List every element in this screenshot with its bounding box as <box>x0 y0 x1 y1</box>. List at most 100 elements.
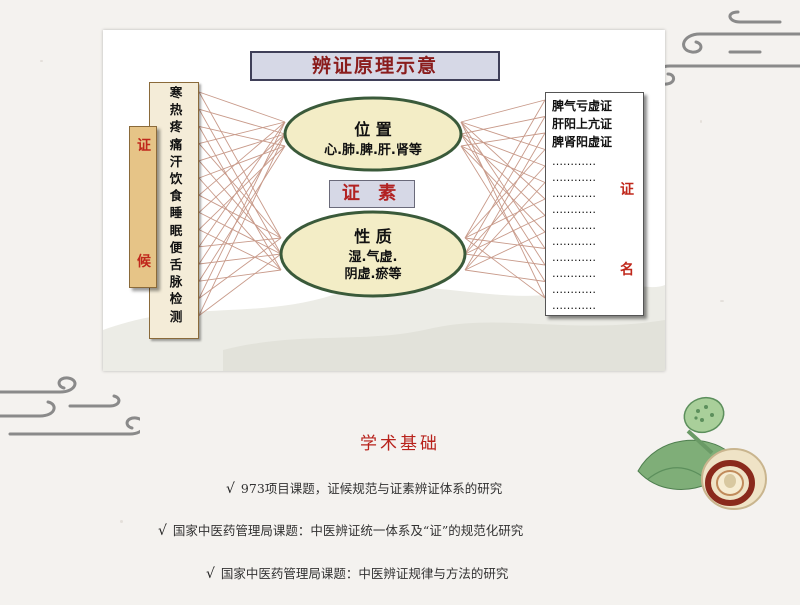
symptom-char: 热 <box>169 102 183 118</box>
connection-line <box>198 121 286 196</box>
symptom-char: 寒 <box>169 85 183 100</box>
paper-speck <box>720 300 724 302</box>
connection-line <box>198 237 282 248</box>
connection-line <box>198 143 282 239</box>
connection-line <box>198 237 282 299</box>
syndrome-sign-label: 证 候 <box>129 126 157 288</box>
connection-line <box>464 231 546 271</box>
connection-line <box>198 126 282 271</box>
connection-line <box>464 198 546 239</box>
connection-line <box>464 237 546 299</box>
placeholder-row: ………… <box>552 251 596 264</box>
connection-line <box>460 133 546 266</box>
lotus-seedpod-icon <box>637 396 767 510</box>
label-char-bottom: 名 <box>620 262 634 278</box>
diagram-title: 辨证原理示意 <box>250 51 500 81</box>
paper-speck <box>40 60 43 62</box>
connection-line <box>464 165 546 255</box>
placeholder-row: ………… <box>552 235 596 248</box>
diagram-canvas <box>103 91 665 371</box>
connection-line <box>198 253 282 265</box>
connection-line <box>198 211 282 255</box>
placeholder-row: ………… <box>552 203 596 216</box>
label-char-top: 证 <box>137 138 151 154</box>
connection-line <box>460 121 546 150</box>
placeholder-row: ………… <box>552 187 596 200</box>
connection-line <box>460 116 546 135</box>
connection-line <box>198 269 282 282</box>
diagram-card: 辨证原理示意 寒热疼痛汗饮食睡眠便舌脉检测 证 候 位 置 心.肺.脾.肝.肾等… <box>103 30 665 371</box>
connection-line <box>464 237 546 249</box>
connection-lines <box>198 91 546 316</box>
symptom-column <box>149 82 199 339</box>
syndrome-item: 脾气亏虚证 <box>552 99 613 113</box>
connection-line <box>198 145 286 230</box>
connection-line <box>198 133 286 162</box>
location-heading: 位 置 <box>354 120 392 139</box>
symptom-char: 痛 <box>169 136 183 152</box>
connection-line <box>198 121 286 145</box>
paper-speck <box>700 120 702 123</box>
syndrome-name-box: 脾气亏虚证 肝阳上亢证 脾肾阳虚证 …………………………………………………………… <box>545 92 644 316</box>
connection-line <box>198 133 286 213</box>
placeholder-row: ………… <box>552 155 596 168</box>
connection-line <box>460 145 546 233</box>
research-item: √973项目课题，证候规范与证素辨证体系的研究 <box>226 478 502 497</box>
research-item-text: 国家中医药管理局课题：中医辨证规律与方法的研究 <box>220 566 509 581</box>
connection-line <box>198 177 282 271</box>
paper-speck <box>120 520 123 523</box>
nature-ellipse <box>279 210 467 298</box>
connection-line <box>460 121 546 200</box>
symptom-list: 寒热疼痛汗饮食睡眠便舌脉检测 <box>165 84 187 325</box>
symptom-char: 舌 <box>169 257 183 273</box>
symptom-char: 检 <box>169 291 183 307</box>
check-icon: √ <box>206 566 215 582</box>
syndrome-item: 肝阳上亢证 <box>552 117 613 131</box>
symptom-char: 测 <box>169 308 183 324</box>
connection-line <box>198 121 286 299</box>
connection-line <box>460 145 546 282</box>
academic-basis-title: 学术基础 <box>360 434 440 454</box>
connection-line <box>198 91 282 239</box>
symptom-char: 眠 <box>169 222 183 238</box>
connection-line <box>198 133 286 316</box>
cloud-swirl-left <box>0 376 140 436</box>
connection-line <box>460 132 546 147</box>
connection-line <box>460 121 546 299</box>
evidence-element-label: 证 素 <box>329 180 415 208</box>
connection-line <box>464 132 546 271</box>
connection-line <box>464 253 546 266</box>
symptom-char: 脉 <box>169 274 183 290</box>
connection-line <box>460 121 546 249</box>
placeholder-row: ………… <box>552 267 596 280</box>
check-icon: √ <box>158 523 167 539</box>
symptom-char: 汗 <box>169 153 183 169</box>
connection-line <box>198 121 286 248</box>
label-char-top: 证 <box>620 182 634 198</box>
symptom-char: 疼 <box>169 119 183 135</box>
connection-line <box>198 253 282 316</box>
location-ellipse <box>283 96 463 172</box>
research-item: √ 国家中医药管理局课题：中医辨证规律与方法的研究 <box>206 563 508 582</box>
connection-line <box>198 108 286 135</box>
nature-heading: 性 质 <box>354 227 392 246</box>
connection-line <box>198 133 286 265</box>
connection-line <box>198 108 282 255</box>
connection-line <box>198 145 286 282</box>
connection-line <box>198 160 282 255</box>
research-item-text: 973项目课题，证候规范与证素辨证体系的研究 <box>240 481 503 496</box>
connection-line <box>464 149 546 239</box>
connection-line <box>460 133 546 216</box>
symptom-char: 饮 <box>169 171 183 187</box>
symptom-char: 睡 <box>169 205 183 221</box>
connection-line <box>460 99 546 123</box>
connection-line <box>460 145 546 183</box>
placeholder-row: ………… <box>552 283 596 296</box>
connection-line <box>198 125 286 147</box>
connection-line <box>464 99 546 239</box>
research-item: √ 国家中医药管理局课题：中医辨证统一体系及“证”的规范化研究 <box>158 520 523 539</box>
connection-line <box>464 269 546 282</box>
research-item-text: 国家中医药管理局课题：中医辨证统一体系及“证”的规范化研究 <box>172 523 524 538</box>
symptom-char: 食 <box>169 188 183 204</box>
connection-line <box>464 182 546 271</box>
